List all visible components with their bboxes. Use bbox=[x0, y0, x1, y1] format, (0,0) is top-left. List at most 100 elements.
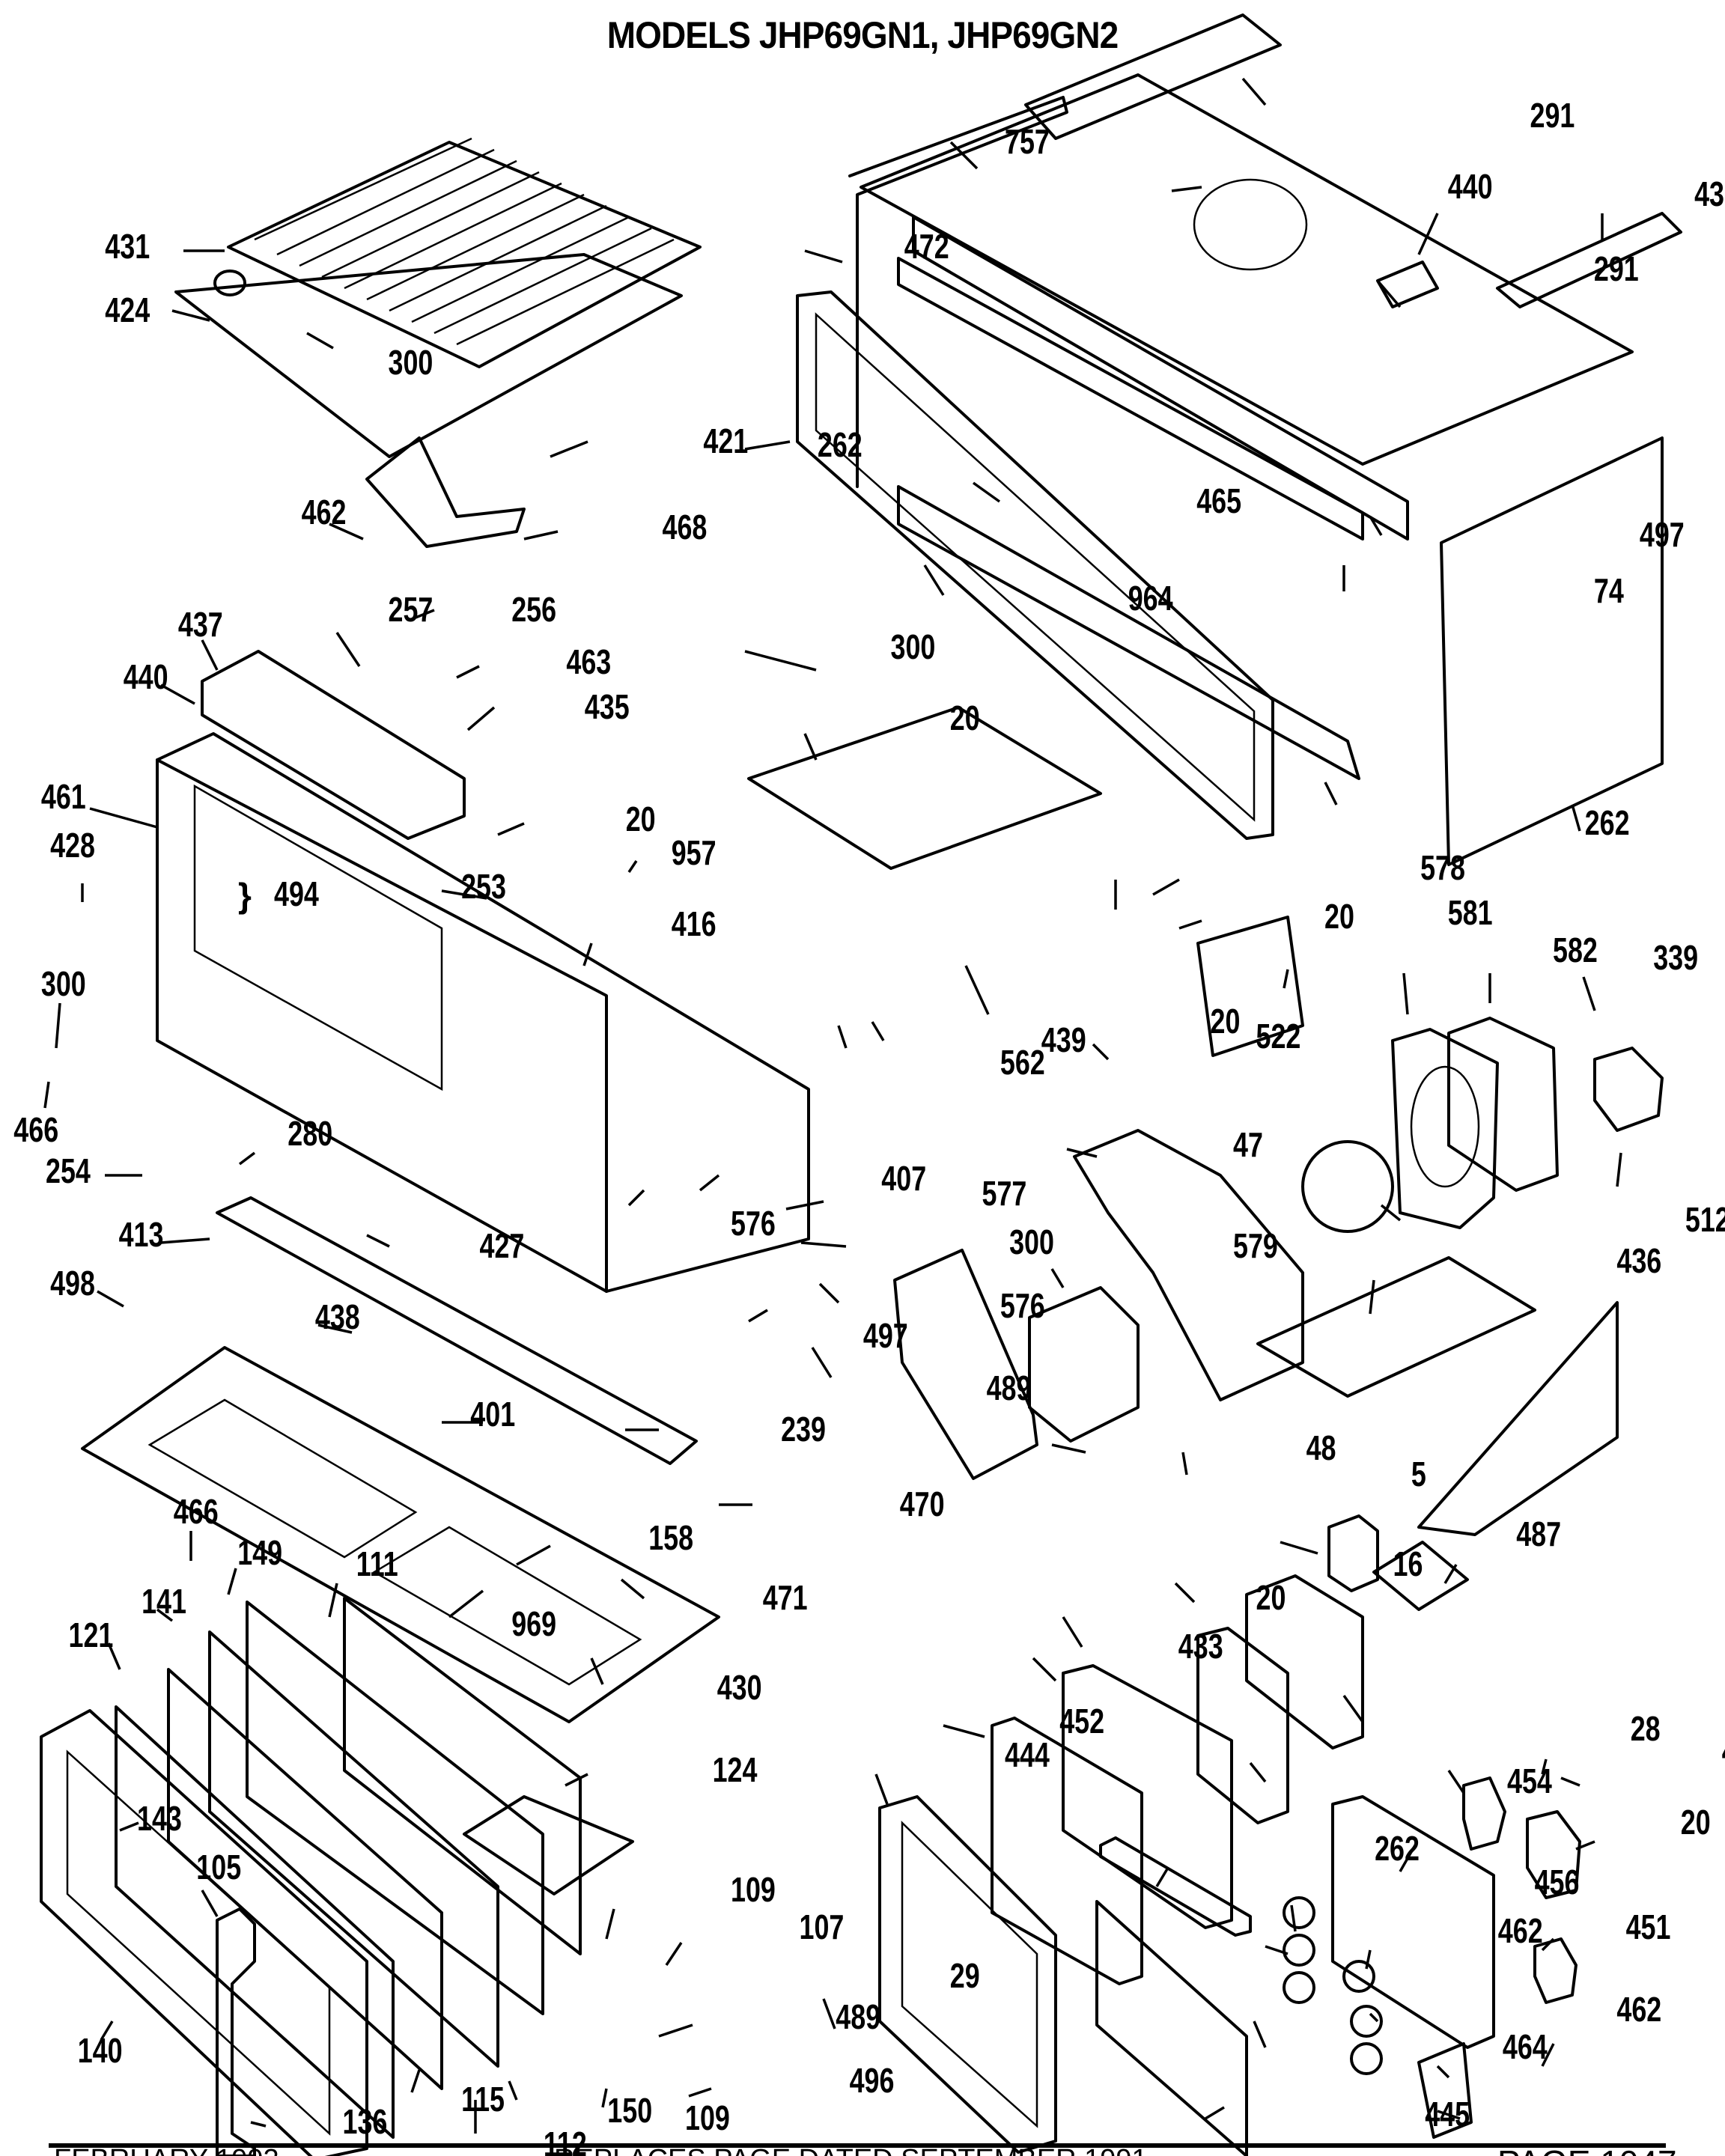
callout-label-141: 141 bbox=[142, 1583, 186, 1621]
callout-label-150: 150 bbox=[607, 2092, 652, 2130]
callout-label-462: 462 bbox=[1616, 1991, 1661, 2029]
callout-label-576: 576 bbox=[1000, 1287, 1045, 1325]
leader-line-454 bbox=[1249, 1761, 1267, 1783]
callout-label-149: 149 bbox=[237, 1534, 282, 1572]
callout-label-957: 957 bbox=[672, 834, 717, 872]
leader-line-757 bbox=[949, 141, 979, 170]
control-housing-drawing bbox=[201, 650, 466, 840]
callout-label-112: 112 bbox=[544, 2125, 587, 2156]
leader-line-500 bbox=[1443, 1564, 1458, 1584]
callout-label-107: 107 bbox=[800, 1908, 845, 1946]
cover-430-drawing bbox=[463, 1795, 634, 1895]
leader-line-464 bbox=[1253, 2021, 1267, 2048]
leader-line-489 bbox=[811, 1347, 833, 1378]
callout-label-562: 562 bbox=[1000, 1044, 1045, 1082]
leader-line-951 bbox=[1436, 2065, 1450, 2079]
side-panel-right-drawing bbox=[1440, 436, 1664, 866]
callout-label-256: 256 bbox=[511, 591, 556, 629]
callout-label-576: 576 bbox=[731, 1205, 776, 1243]
base-plate-drawing bbox=[81, 1346, 720, 1723]
callout-labels: 2917574404324694722914654977496426247226… bbox=[13, 97, 1725, 2156]
callout-label-444: 444 bbox=[1005, 1736, 1050, 1774]
callout-label-291: 291 bbox=[1530, 97, 1575, 135]
bracket-91-drawing bbox=[1417, 2042, 1473, 2139]
callout-label-262: 262 bbox=[1375, 1830, 1420, 1868]
door-handle-drawing bbox=[216, 1907, 256, 2156]
leader-line-107 bbox=[665, 1942, 683, 1966]
leader-line-522 bbox=[1092, 1043, 1110, 1061]
leader-line-472 bbox=[1571, 804, 1581, 832]
relay-487-drawing bbox=[1327, 1514, 1379, 1592]
door-panel-112-drawing bbox=[208, 1630, 499, 2068]
cavity-back-drawing bbox=[156, 732, 810, 1293]
leader-line-136 bbox=[250, 2121, 267, 2128]
leader-line-964 bbox=[923, 564, 945, 596]
callout-label-253: 253 bbox=[461, 868, 506, 906]
leader-line-5 bbox=[1181, 1452, 1188, 1476]
callout-label-74: 74 bbox=[1594, 572, 1624, 610]
callout-label-451: 451 bbox=[1626, 1908, 1671, 1946]
callout-label-487: 487 bbox=[1516, 1515, 1561, 1553]
callout-label-964: 964 bbox=[1128, 579, 1173, 618]
switch-461-drawing bbox=[1533, 1937, 1578, 2004]
callout-label-254: 254 bbox=[46, 1152, 91, 1190]
callout-label-401: 401 bbox=[470, 1395, 515, 1434]
fan-motor-drawing bbox=[1593, 1047, 1664, 1132]
leader-line-969 bbox=[448, 1589, 484, 1618]
leader-line-461 bbox=[1541, 1937, 1555, 1952]
timer-447-drawing bbox=[1526, 1810, 1581, 1899]
leader-line-16 bbox=[1174, 1582, 1196, 1604]
fan-bracket-drawing bbox=[1447, 1017, 1559, 1192]
leader-line-20 bbox=[1541, 2043, 1555, 2067]
bracket-499-drawing bbox=[1417, 1301, 1619, 1536]
knob-462c-drawing bbox=[1350, 2005, 1383, 2038]
callout-label-16: 16 bbox=[1393, 1545, 1423, 1583]
leader-line-465 bbox=[972, 481, 1001, 503]
leader-line-115 bbox=[410, 2069, 421, 2093]
callout-label-452: 452 bbox=[1059, 1702, 1104, 1741]
callout-label-300: 300 bbox=[891, 628, 936, 666]
leader-line-48 bbox=[1051, 1443, 1086, 1454]
callout-label-578: 578 bbox=[1420, 849, 1465, 887]
leader-line-498 bbox=[97, 1290, 124, 1308]
bracket-symbol: } bbox=[238, 876, 252, 915]
callout-label-445: 445 bbox=[1425, 2095, 1470, 2134]
leader-line-109 bbox=[605, 1908, 615, 1940]
leader-line-577 bbox=[785, 1200, 824, 1211]
callout-label-257: 257 bbox=[389, 591, 433, 629]
leader-line-445 bbox=[1205, 2106, 1225, 2120]
callout-label-436: 436 bbox=[1616, 1242, 1661, 1280]
callout-label-431: 431 bbox=[105, 228, 150, 266]
callout-label-470: 470 bbox=[900, 1485, 945, 1523]
leader-line-455 bbox=[1447, 1770, 1465, 1794]
callout-label-300: 300 bbox=[389, 344, 433, 382]
leader-line-582 bbox=[1283, 969, 1289, 989]
callout-label-427: 427 bbox=[480, 1227, 525, 1265]
callout-label-413: 413 bbox=[119, 1216, 164, 1254]
leader-line-29 bbox=[822, 1998, 836, 2029]
callout-label-339: 339 bbox=[1653, 939, 1698, 977]
leader-line-432 bbox=[1417, 213, 1439, 255]
bracket-28-drawing bbox=[1245, 1574, 1364, 1750]
callout-label-109: 109 bbox=[685, 2099, 730, 2137]
callout-label-262: 262 bbox=[818, 426, 862, 464]
leader-line-124 bbox=[565, 1773, 588, 1787]
front-frame-drawing bbox=[796, 290, 1274, 840]
callout-label-455: 455 bbox=[1722, 1732, 1725, 1770]
knob-462b-drawing bbox=[1283, 1971, 1315, 2004]
door-glass-121-drawing bbox=[115, 1705, 395, 2139]
top-wrapper-drawing bbox=[860, 73, 1634, 466]
callout-label-496: 496 bbox=[850, 2062, 895, 2100]
leader-line-421 bbox=[550, 440, 588, 458]
leader-line-91 bbox=[1437, 2110, 1461, 2120]
callout-label-47: 47 bbox=[1233, 1126, 1263, 1164]
leader-line-497 bbox=[1369, 516, 1383, 536]
callout-label-438: 438 bbox=[315, 1298, 360, 1336]
callout-label-465: 465 bbox=[1196, 482, 1241, 520]
callout-label-407: 407 bbox=[881, 1160, 926, 1198]
callout-label-121: 121 bbox=[69, 1616, 114, 1654]
knob-451-drawing bbox=[1342, 1960, 1375, 1993]
callout-label-28: 28 bbox=[1631, 1710, 1661, 1748]
leader-line-140 bbox=[100, 2021, 114, 2041]
